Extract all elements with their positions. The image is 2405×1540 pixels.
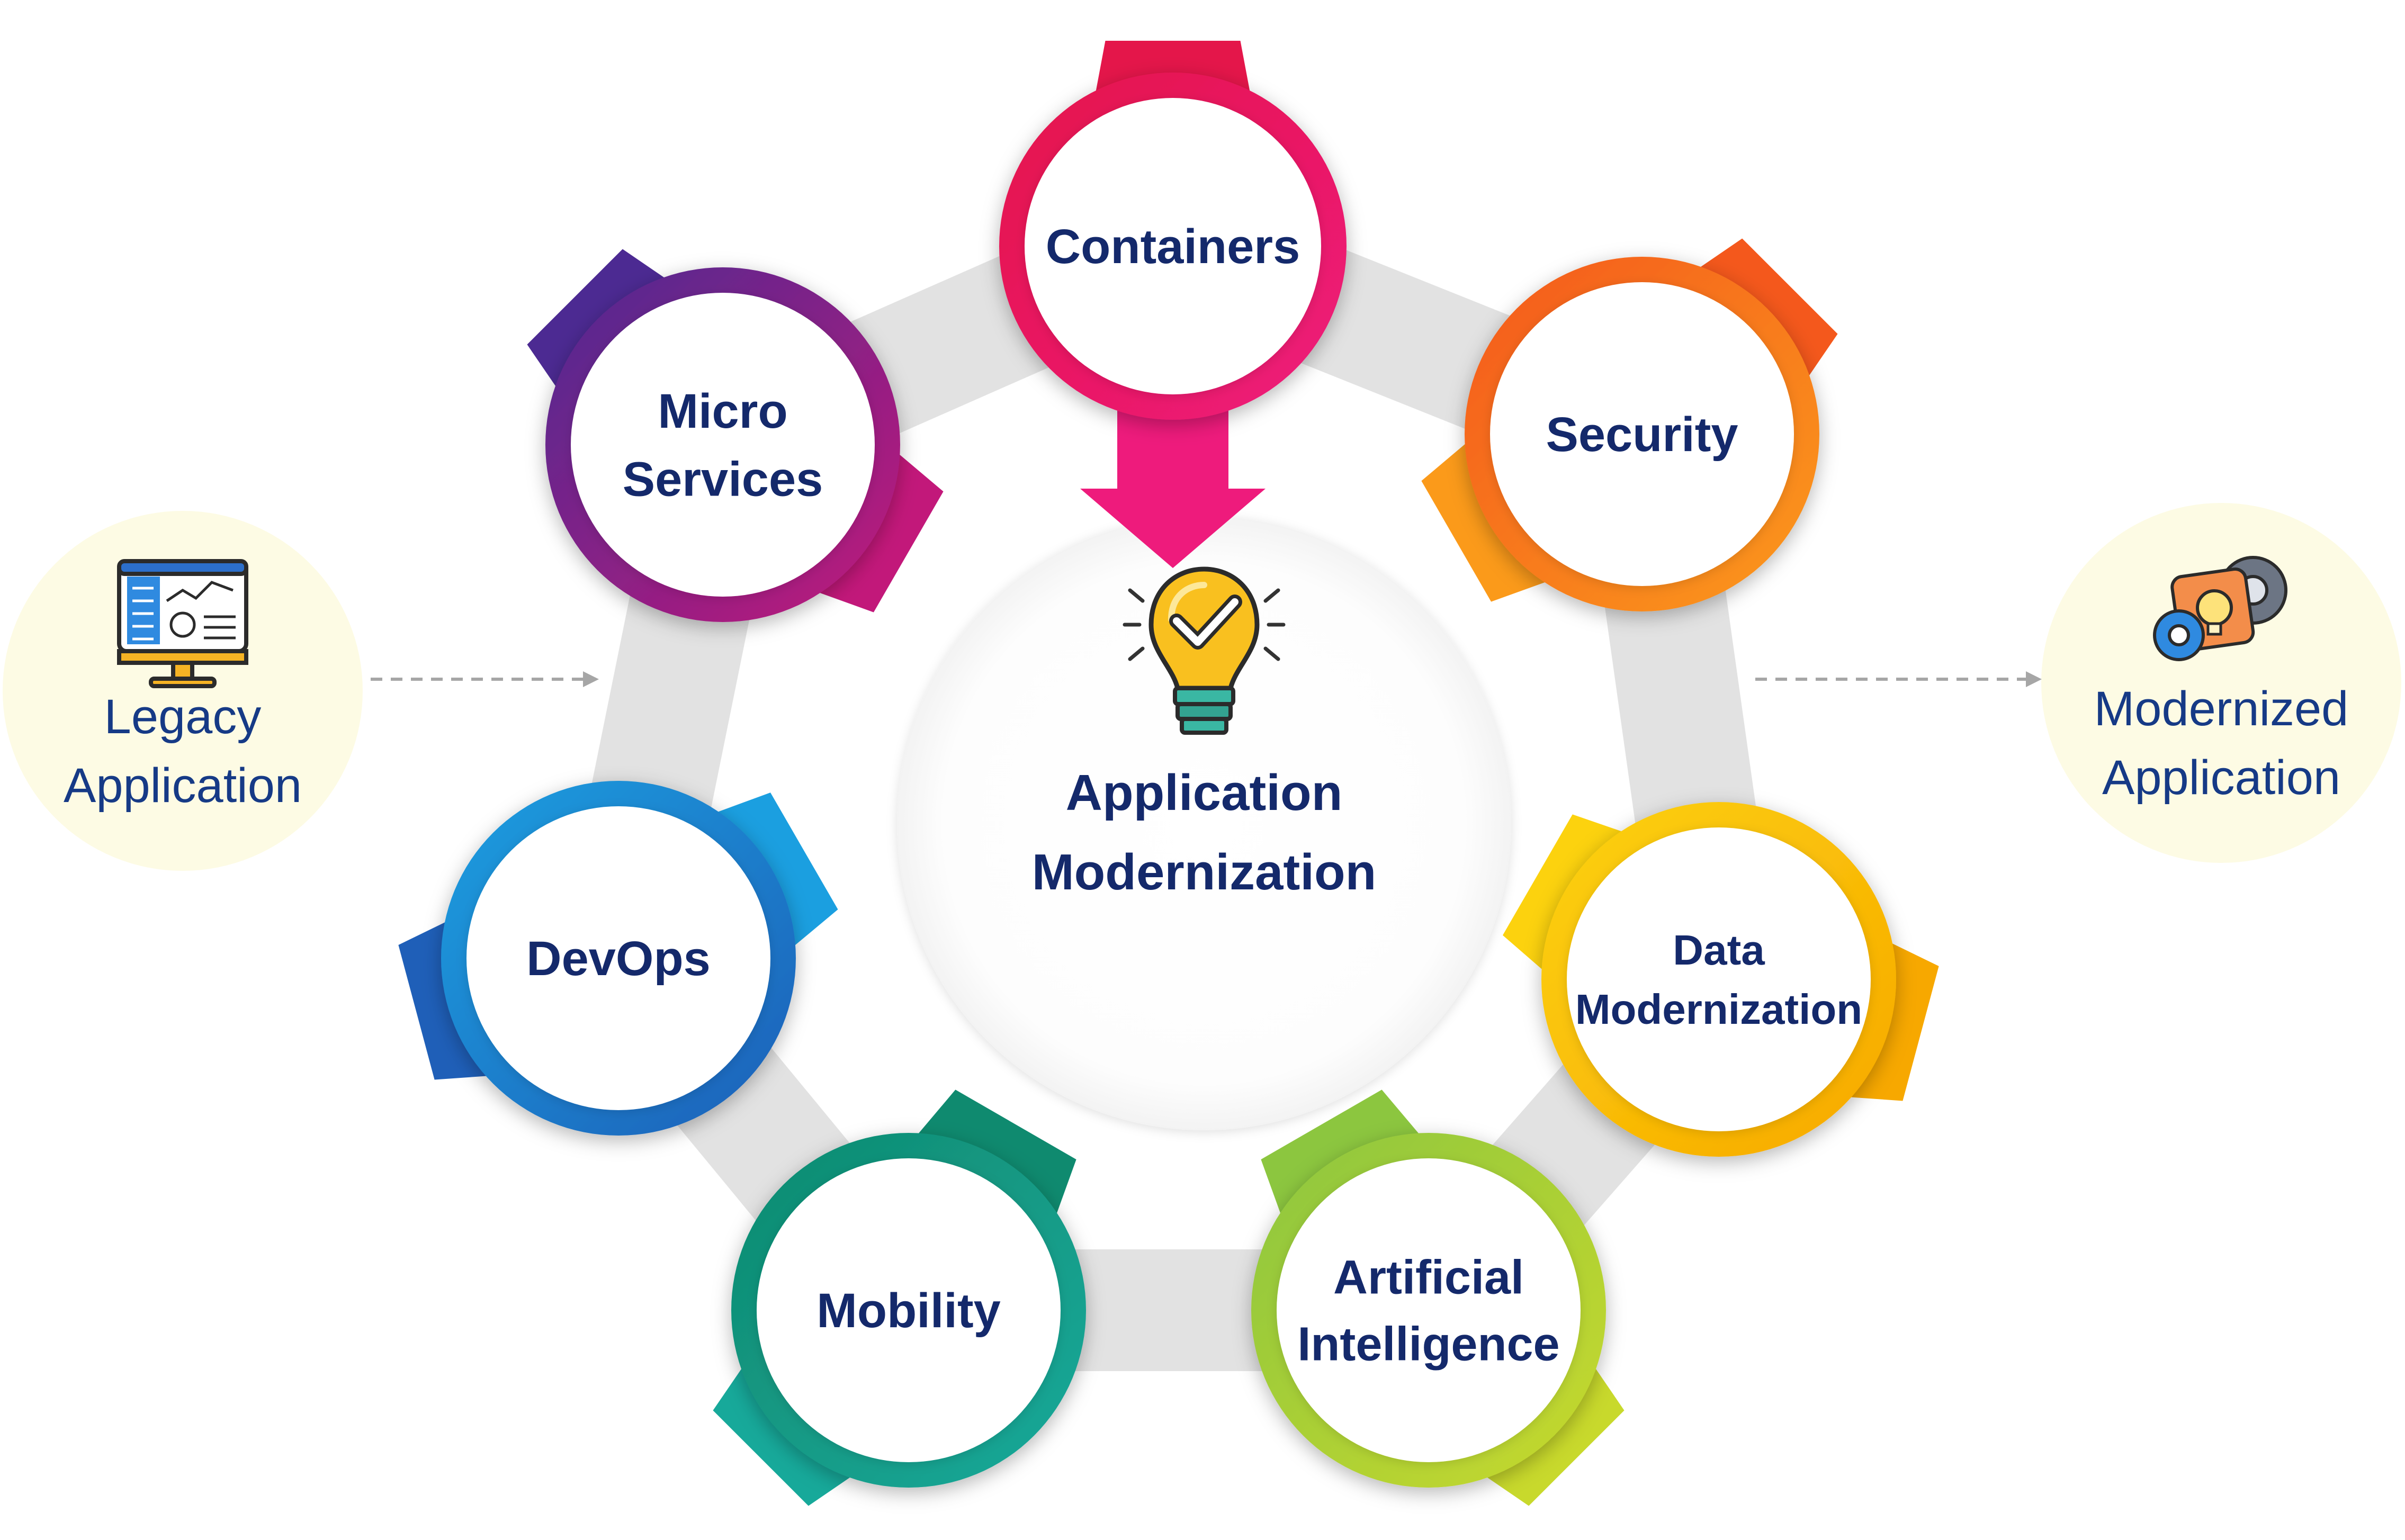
step-devops: DevOps	[398, 781, 838, 1136]
modernized-label-line1: Modernized	[2094, 682, 2349, 736]
legacy-label-line2: Application	[64, 759, 302, 813]
step-security-label: Security	[1546, 408, 1738, 462]
step-devops-label: DevOps	[526, 932, 711, 986]
step-containers-tab	[1080, 388, 1266, 568]
center-hub	[897, 516, 1511, 1130]
monitor-dashboard-icon	[117, 559, 248, 688]
step-mobility-label: Mobility	[816, 1284, 1001, 1338]
legacy-application-node: Legacy Application	[3, 511, 363, 871]
step-devops-disk	[466, 806, 770, 1110]
step-mobility-disk	[757, 1158, 1061, 1462]
step-data-modernization-label: Modernization	[1575, 986, 1862, 1033]
step-artificial-intelligence-label: Artificial	[1333, 1251, 1524, 1304]
step-data-modernization-disk	[1567, 827, 1871, 1131]
step-micro-services-label: Micro	[658, 384, 787, 438]
step-nodes: ContainersSecurityDataModernizationArtif…	[398, 41, 1939, 1506]
modernized-application-node: Modernized Application	[2041, 503, 2401, 863]
step-security: Security	[1421, 238, 1838, 611]
step-artificial-intelligence-label: Intelligence	[1297, 1318, 1559, 1371]
step-micro-services-disk	[571, 293, 875, 597]
step-mobility: Mobility	[713, 1089, 1086, 1506]
step-micro-services-label: Services	[623, 453, 823, 507]
step-containers-label: Containers	[1046, 220, 1300, 274]
center-title-line1: Application	[1066, 764, 1343, 821]
center-title-line2: Modernization	[1032, 844, 1377, 900]
step-containers: Containers	[999, 41, 1347, 568]
step-artificial-intelligence-disk	[1277, 1158, 1581, 1462]
legacy-label-line1: Legacy	[104, 690, 262, 744]
modernized-label-line2: Application	[2102, 751, 2340, 805]
lightbulb-check-icon	[1123, 566, 1286, 735]
step-security-disk	[1490, 282, 1794, 586]
step-data-modernization-label: Data	[1673, 926, 1765, 974]
step-containers-disk	[1025, 98, 1321, 394]
gears-lightbulb-icon	[2153, 556, 2287, 661]
